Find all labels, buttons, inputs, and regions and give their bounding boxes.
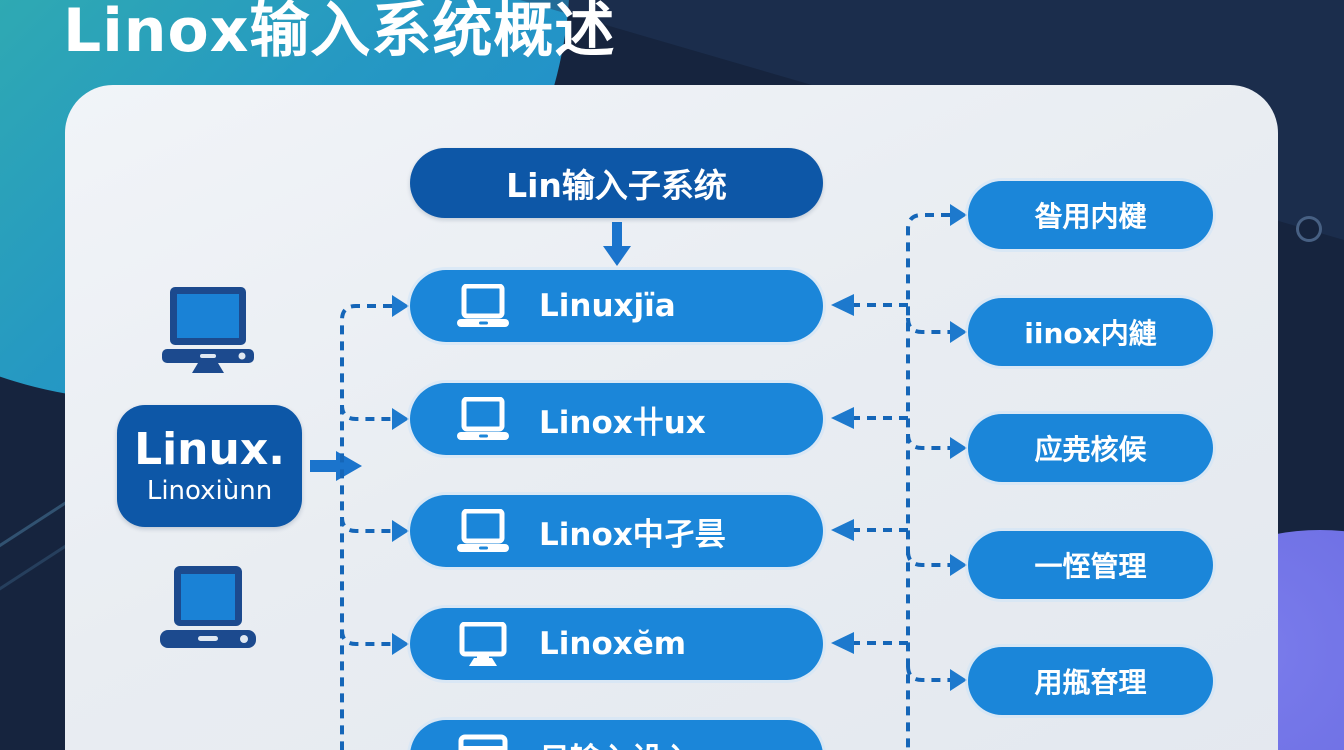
laptop-icon [455, 509, 511, 553]
center-pill-label: Linuxjïa [539, 288, 676, 324]
laptop-icon [455, 284, 511, 328]
right-pill-2: iinox内縺 [968, 298, 1213, 366]
center-pill-5: 日输入设入 [410, 720, 823, 750]
page-title: Linox输入系统概述 [63, 0, 616, 66]
desktop-computer-icon [162, 287, 254, 373]
center-pill-label: Linox卄ux [539, 404, 706, 441]
right-pill-5: 用甁昚理 [968, 647, 1213, 715]
linux-node-title: Linux. [134, 424, 285, 475]
center-pill-1: Linuxjïa [410, 270, 823, 342]
header-pill-label: Lin输入子系统 [506, 166, 727, 205]
right-pill-label: 一恎管理 [1034, 550, 1147, 583]
center-pill-label: 日输入设入 [539, 734, 694, 750]
laptop-icon [455, 397, 511, 441]
desktop-icon [455, 622, 511, 666]
right-pill-4: 一恎管理 [968, 531, 1213, 599]
right-pill-label: iinox内縺 [1024, 317, 1157, 350]
linux-node-subtitle: Linoxiùnn [146, 476, 273, 506]
right-pill-3: 应尭核候 [968, 414, 1213, 482]
center-pill-2: Linox卄ux [410, 383, 823, 455]
decorative-ring [1296, 216, 1322, 242]
right-pill-label: 昝用内楗 [1034, 200, 1147, 233]
header-pill: Lin输入子系统 [410, 148, 823, 218]
center-pill-3: Linox中孑昙 [410, 495, 823, 567]
right-pill-1: 昝用内楗 [968, 181, 1213, 249]
window-icon [455, 734, 511, 750]
center-pill-label: Linoxĕm [539, 626, 687, 662]
center-pill-4: Linoxĕm [410, 608, 823, 680]
center-pill-label: Linox中孑昙 [539, 516, 726, 553]
right-pill-label: 应尭核候 [1034, 433, 1147, 466]
laptop-icon [160, 566, 256, 648]
right-pill-label: 用甁昚理 [1034, 666, 1147, 699]
linux-source-node: Linux. Linoxiùnn [117, 405, 302, 527]
